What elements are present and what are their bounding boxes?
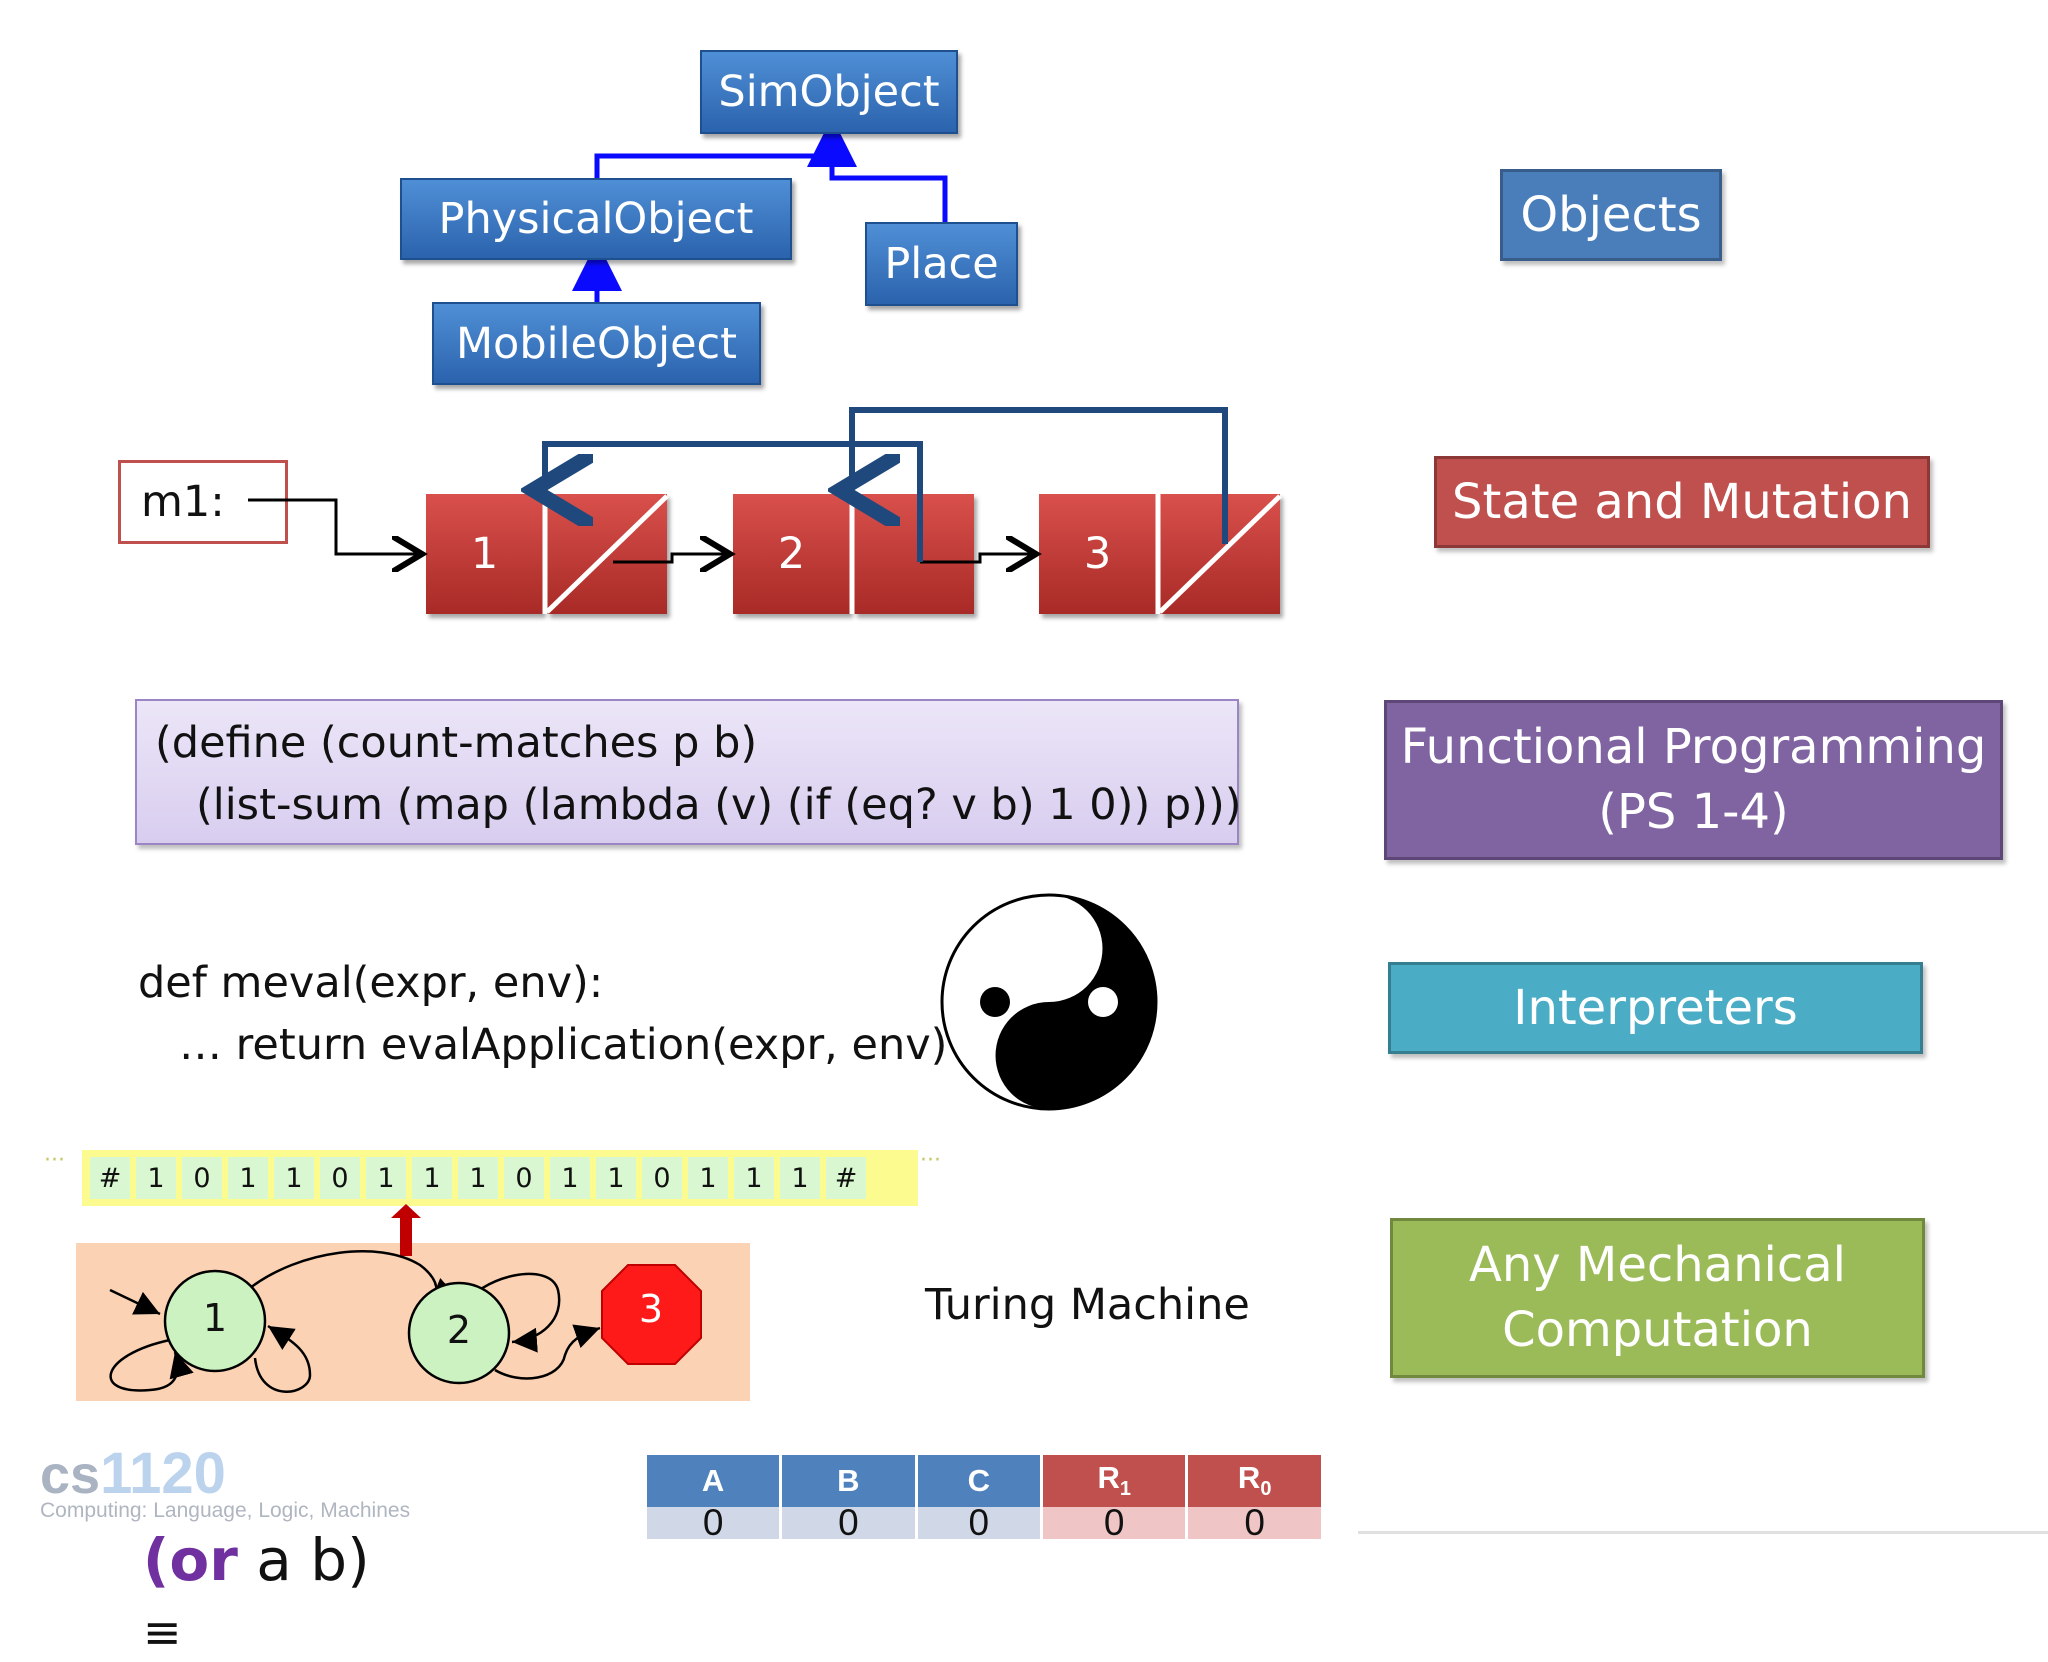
state-3-label: 3 [638,1287,664,1331]
tape-cell: 1 [274,1157,314,1199]
state-2-node [407,1281,511,1385]
table-row: 0 0 0 0 0 [647,1507,1321,1539]
label-functional-programming: Functional Programming (PS 1-4) [1384,700,2003,860]
label-state-and-mutation: State and Mutation [1434,456,1930,548]
cell-r0: 0 [1186,1507,1321,1539]
label-any-mechanical-computation: Any Mechanical Computation [1390,1218,1925,1378]
state-1-node [163,1269,267,1373]
pointer-cell2-back-to-cell1 [545,441,923,562]
tape-cell: 1 [136,1157,176,1199]
state-2-label: 2 [446,1308,472,1352]
list-cell-3-car: 3 [1039,494,1156,614]
bottom-rule [1358,1531,2048,1534]
tape-cell: # [90,1157,130,1199]
tape-cell: 1 [458,1157,498,1199]
tape-cell: 1 [734,1157,774,1199]
tape-cell: 1 [550,1157,590,1199]
tape-cell: 1 [412,1157,452,1199]
functional-code-line-1: (define (count-matches p b) [155,718,758,768]
functional-code-line-2: (list-sum (map (lambda (v) (if (eq? v b)… [155,780,1242,830]
col-a-header: A [647,1455,783,1507]
pointer-m1-to-cell1 [248,498,422,554]
label-interpreters: Interpreters [1388,962,1923,1054]
pointer-cell2-to-cell3 [920,554,1036,562]
cell-c: 0 [916,1507,1044,1539]
tape-cell: 1 [228,1157,268,1199]
col-r0-header: R0 [1186,1455,1321,1507]
cell-a: 0 [647,1507,783,1539]
tape-cell: 0 [504,1157,544,1199]
class-simobject: SimObject [700,50,958,134]
edge-place-to-simobject [807,117,948,222]
class-mobileobject: MobileObject [432,302,761,385]
tape-cell: # [826,1157,866,1199]
or-operands: a b) [237,1526,370,1594]
tape-cell: 1 [688,1157,728,1199]
col-c-header: C [916,1455,1044,1507]
variable-m1-label: m1: [141,477,225,527]
class-tree-connectors [572,117,948,306]
variable-m1-box: m1: [118,460,288,544]
pointer-cell3-back-to-cell2 [852,407,1228,544]
state-3-node [601,1264,702,1365]
watermark-subtitle: Computing: Language, Logic, Machines [40,1499,411,1522]
turing-tape: # 1 0 1 1 0 1 1 1 0 1 1 0 1 1 1 # [82,1150,918,1206]
state-1-label: 1 [202,1296,228,1340]
watermark-cs: cs [40,1445,101,1505]
label-mechanical-line-1: Any Mechanical [1469,1237,1846,1294]
tape-dots-left: ··· [44,1148,65,1173]
functional-code-box [135,699,1239,845]
pointer-cell1-to-cell2 [613,554,730,562]
class-physicalobject: PhysicalObject [400,178,792,260]
label-mechanical-line-2: Computation [1502,1302,1813,1358]
tape-cell: 0 [320,1157,360,1199]
yin-yang-icon [940,893,1158,1111]
interpreter-code-line-1: def meval(expr, env): [138,958,604,1008]
list-pointers [248,407,1282,614]
tape-cell: 0 [182,1157,222,1199]
truth-table: A B C R1 R0 0 0 0 0 0 [647,1455,1321,1539]
col-b-header: B [780,1455,918,1507]
equivalence-symbol: ≡ [142,1605,182,1659]
or-expression: (or a b) ≡ [106,1458,370,1662]
tape-dots-right: ··· [920,1148,941,1173]
transition-2-to-3 [494,1324,601,1380]
label-functional-line-2: (PS 1-4) [1598,784,1789,840]
transition-start [109,1288,161,1316]
tape-cell: 0 [642,1157,682,1199]
transition-2-self [458,1272,561,1353]
transition-1-self-a [109,1338,194,1392]
head-arrow-tip [391,1204,421,1218]
interpreter-code-line-2: … return evalApplication(expr, env) [138,1020,948,1070]
head-arrow-shaft [400,1216,412,1256]
or-keyword: (or [142,1526,238,1594]
cell-r1: 0 [1041,1507,1189,1539]
col-r1-header: R1 [1041,1455,1189,1507]
label-objects: Objects [1500,169,1722,261]
turing-machine-caption: Turing Machine [925,1280,1250,1330]
transition-1-to-2 [249,1250,457,1305]
class-place: Place [865,222,1018,306]
null-slash-1 [545,494,669,614]
state-machine-graph [109,1204,702,1393]
label-functional-line-1: Functional Programming [1400,719,1987,776]
tape-cell: 1 [780,1157,820,1199]
cell-b: 0 [780,1507,918,1539]
null-slash-3 [1158,494,1282,614]
transition-1-self-b [253,1324,312,1393]
watermark-number: 1120 [100,1441,226,1506]
tape-cell: 1 [596,1157,636,1199]
tape-cell: 1 [366,1157,406,1199]
course-watermark: cs1120 Computing: Language, Logic, Machi… [40,1440,410,1523]
